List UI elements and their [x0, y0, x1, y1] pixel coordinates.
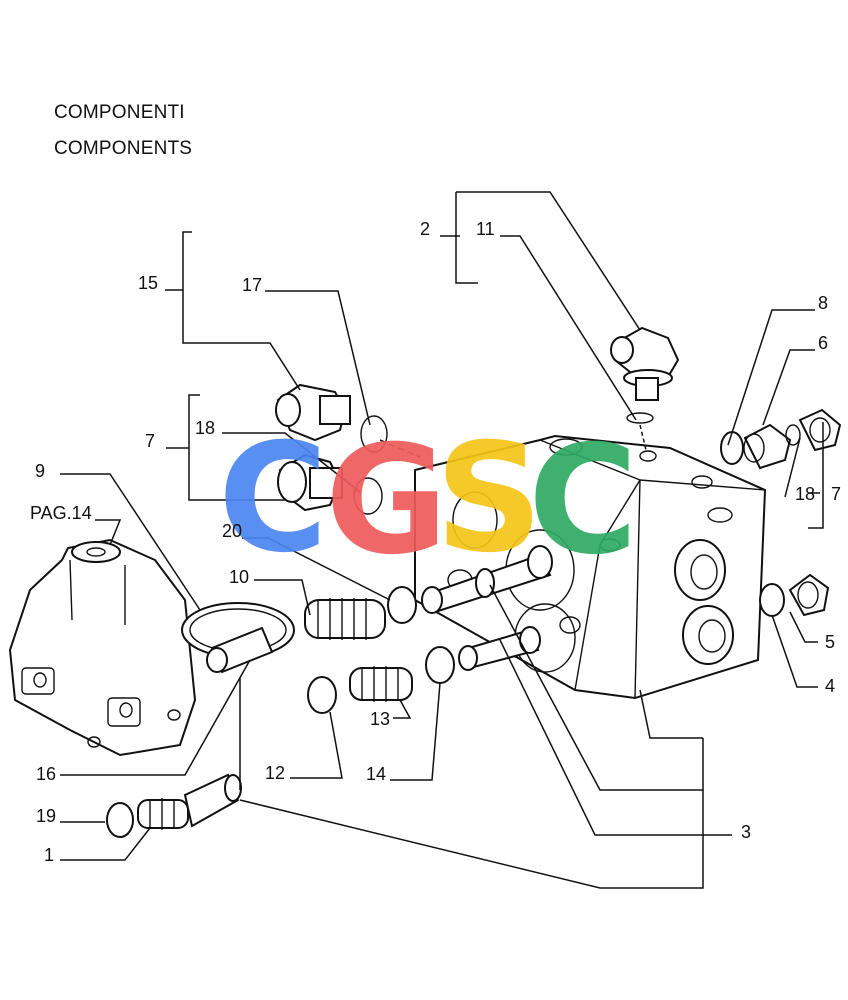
watermark-letter-c1: C	[218, 412, 328, 586]
washer-4	[759, 583, 785, 617]
callout-17: 17	[242, 275, 262, 295]
header-title-it: COMPONENTI	[54, 102, 185, 123]
callout-2: 2	[420, 219, 430, 239]
callout-15: 15	[138, 273, 158, 293]
spring-10	[304, 598, 386, 640]
washer-20	[387, 586, 417, 624]
callout-13: 13	[370, 709, 390, 729]
callout-12: 12	[265, 763, 285, 783]
callout-18-left: 18	[195, 418, 215, 438]
leader-lines	[60, 191, 824, 889]
plug-7-right	[785, 408, 842, 452]
valve-body	[414, 434, 767, 700]
watermark-letter-c2: C	[528, 414, 638, 588]
watermark-letter-g: G	[325, 414, 448, 588]
elbow-fitting	[610, 326, 680, 424]
callout-14: 14	[366, 764, 386, 784]
callout-20: 20	[222, 521, 242, 541]
callout-7-left: 7	[145, 431, 155, 451]
spring-1	[137, 798, 189, 830]
callout-3: 3	[741, 822, 751, 842]
seal-12	[307, 676, 337, 714]
cross-ref-page: PAG.14	[30, 503, 92, 523]
watermark-letter-s: S	[435, 412, 543, 586]
callout-4: 4	[825, 676, 835, 696]
callout-labels: 2 11 15 17 8 6 7 18 9 18 7 PAG.14 20 10 …	[30, 219, 841, 865]
washer-14	[425, 646, 455, 684]
callout-19: 19	[36, 806, 56, 826]
spool-upper	[421, 545, 553, 614]
seal-19	[106, 802, 134, 838]
spring-13	[349, 666, 413, 702]
callout-1: 1	[44, 845, 54, 865]
fitting-6	[743, 423, 792, 470]
valve-cover	[8, 538, 197, 757]
callout-7-right: 7	[831, 484, 841, 504]
callout-18-right: 18	[795, 484, 815, 504]
callout-5: 5	[825, 632, 835, 652]
callout-6: 6	[818, 333, 828, 353]
callout-11: 11	[476, 219, 495, 239]
callout-8: 8	[818, 293, 828, 313]
seal-8	[720, 431, 744, 465]
piston-1	[183, 773, 242, 828]
plug-15	[275, 383, 388, 453]
header-title-en: COMPONENTS	[54, 138, 192, 159]
plug-5	[788, 573, 830, 617]
callout-10: 10	[229, 567, 249, 587]
callout-16: 16	[36, 764, 56, 784]
sleeve-16	[206, 626, 274, 674]
callout-9: 9	[35, 461, 45, 481]
cgsc-watermark: C G S C	[218, 412, 638, 588]
